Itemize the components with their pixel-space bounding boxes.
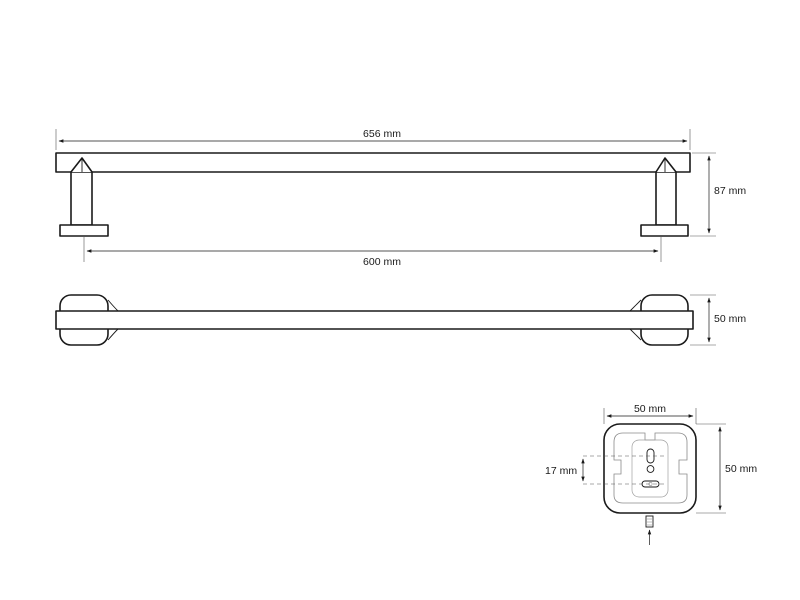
towel-bar-top (55, 310, 694, 330)
front-view: 656 mm 600 mm 87 mm (55, 128, 746, 268)
mounting-bracket (631, 439, 669, 498)
left-base (59, 224, 109, 237)
base-height-label: 50 mm (725, 463, 757, 475)
right-post (655, 171, 677, 226)
base-width-label: 50 mm (634, 403, 666, 415)
center-hole (646, 465, 655, 473)
right-base (640, 224, 689, 237)
towel-bar-front (55, 152, 691, 173)
set-screw (645, 515, 654, 528)
hole-spacing-label: 17 mm (545, 465, 577, 477)
overall-length-label: 656 mm (363, 128, 401, 140)
projection-label: 87 mm (714, 185, 746, 197)
left-post (70, 171, 93, 226)
right-rose-fillet-bottom (629, 328, 642, 341)
right-rose-fillet-top (629, 299, 642, 312)
depth-label: 50 mm (714, 313, 746, 325)
base-inner-cover (613, 432, 688, 504)
left-rose-fillet-bottom (107, 328, 119, 341)
top-view: 50 mm (55, 294, 746, 346)
left-rose-fillet-top (107, 299, 119, 312)
base-detail-view: 50 mm 17 mm 50 mm (545, 403, 757, 545)
mount-spacing-label: 600 mm (363, 256, 401, 268)
